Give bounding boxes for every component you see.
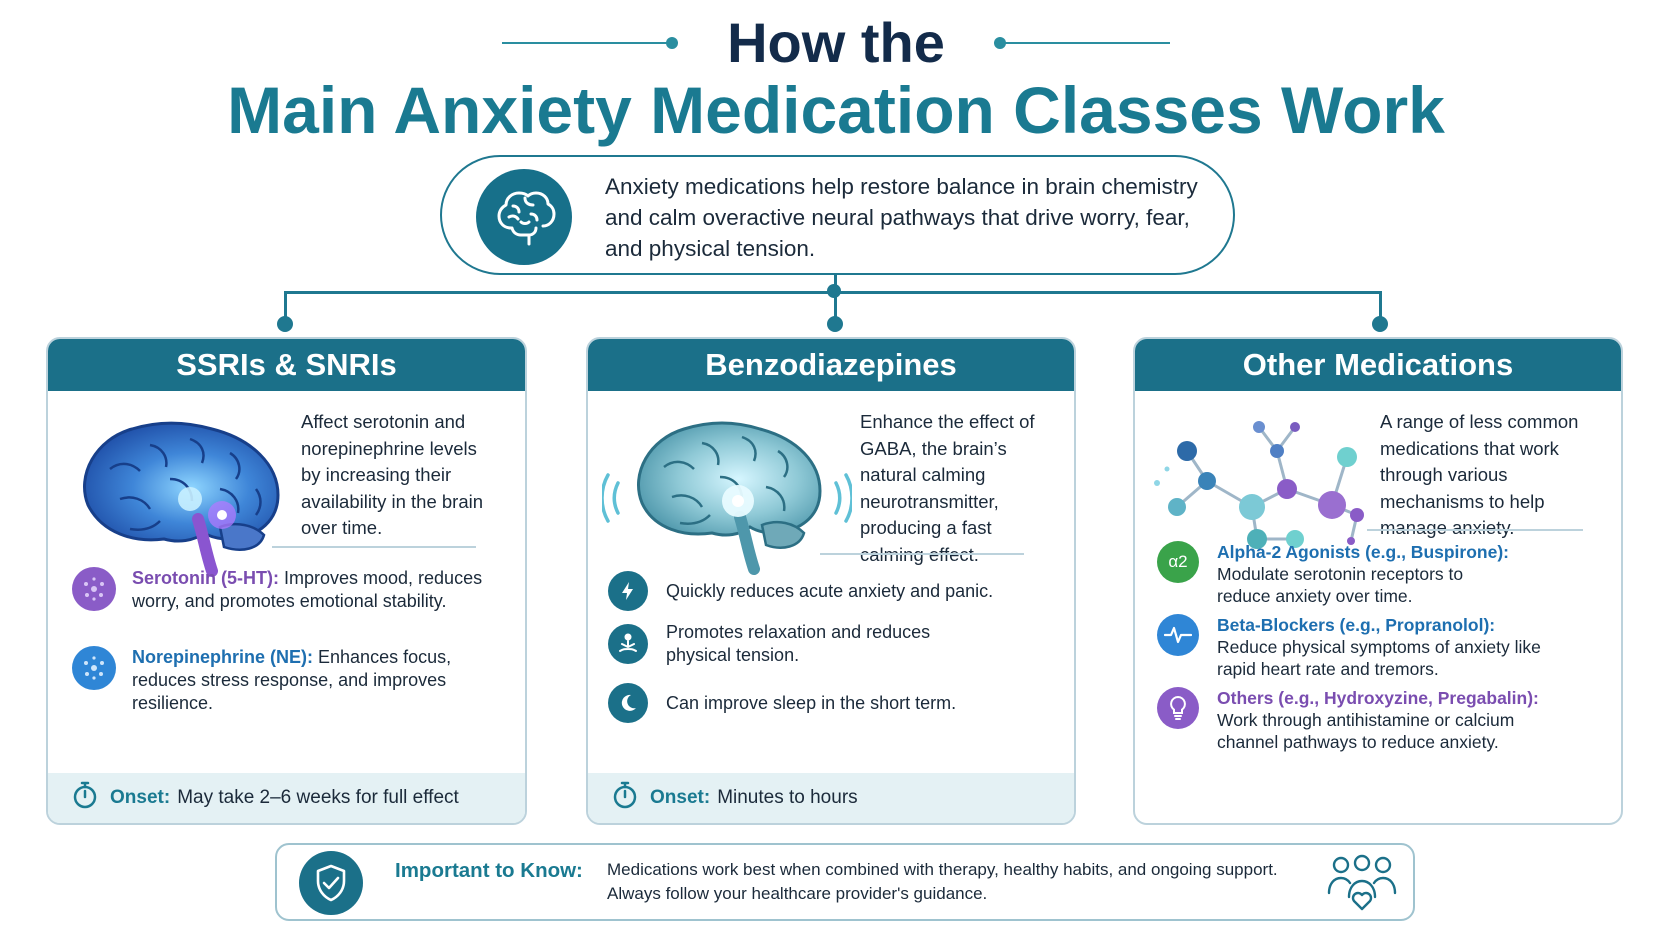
bullet-quick-relief: Quickly reduces acute anxiety and panic.: [608, 571, 1058, 611]
card-divider: [1367, 529, 1583, 531]
card-ssris-snris: SSRIs & SNRIs Affect serotonin and norep…: [46, 337, 527, 825]
bullet-text: Work through antihistamine or calcium ch…: [1217, 710, 1515, 752]
onset-label: Onset:: [650, 787, 711, 808]
bullet-title: Norepinephrine (NE):: [132, 647, 314, 667]
card-description: Affect serotonin and norepinephrine leve…: [301, 411, 484, 538]
bullet-text: Improves mood, reduces worry, and promot…: [132, 568, 483, 611]
stopwatch-icon: [610, 780, 640, 816]
bullet-beta-blockers: Beta-Blockers (e.g., Propranolol): Reduc…: [1157, 614, 1607, 680]
card-benzodiazepines: Benzodiazepines Enhance the effect of GA…: [586, 337, 1076, 825]
bullet-title: Serotonin (5-HT):: [132, 568, 279, 588]
bullet-relaxation: Promotes relaxation and reduces physical…: [608, 621, 1058, 667]
important-text: Medications work best when combined with…: [607, 858, 1278, 906]
onset-bar: Onset: May take 2–6 weeks for full effec…: [48, 773, 525, 823]
meditation-icon: [608, 624, 648, 664]
important-line-2: Always follow your healthcare provider's…: [607, 884, 988, 903]
brain-icon: [476, 169, 572, 265]
intro-box: Anxiety medications help restore balance…: [440, 155, 1235, 275]
title-decoration-left: [502, 37, 679, 49]
bullet-text: Reduce physical symptoms of anxiety like…: [1217, 637, 1541, 679]
important-box: Important to Know: Medications work best…: [275, 843, 1415, 921]
moon-icon: [608, 683, 648, 723]
alpha2-icon: α2: [1157, 541, 1199, 583]
lightning-icon: [608, 571, 648, 611]
people-heart-icon: [1325, 853, 1399, 918]
bullet-sleep: Can improve sleep in the short term.: [608, 683, 1058, 723]
brain-illustration-icon: [70, 409, 300, 584]
bullet-title: Alpha-2 Agonists (e.g., Buspirone):: [1217, 542, 1509, 562]
bullet-others: Others (e.g., Hydroxyzine, Pregabalin): …: [1157, 687, 1617, 753]
important-label: Important to Know:: [395, 859, 583, 882]
onset-value: Minutes to hours: [717, 787, 858, 808]
page-title: How the Main Anxiety Medication Classes …: [0, 12, 1672, 148]
molecule-illustration-icon: [1147, 399, 1377, 554]
bullet-serotonin: Serotonin (5-HT): Improves mood, reduces…: [72, 567, 512, 613]
calm-brain-illustration-icon: [600, 405, 854, 590]
title-decoration-right: [993, 37, 1170, 49]
connector-bar: [284, 291, 1382, 294]
bullet-text: Enhances focus, reduces stress response,…: [132, 647, 452, 713]
bullet-text: Quickly reduces acute anxiety and panic.: [666, 580, 994, 601]
card-divider: [820, 553, 1024, 555]
card-other-medications: Other Medications: [1133, 337, 1623, 825]
connector-drop-right: [1379, 291, 1382, 331]
intro-text: Anxiety medications help restore balance…: [605, 174, 1198, 261]
card-divider: [272, 546, 476, 548]
bullet-title: Beta-Blockers (e.g., Propranolol):: [1217, 615, 1496, 635]
bullet-text: Can improve sleep in the short term.: [666, 692, 957, 713]
card-title: Benzodiazepines: [588, 339, 1074, 391]
bullet-norepinephrine: Norepinephrine (NE): Enhances focus, red…: [72, 646, 512, 715]
connector-node-left: [277, 316, 293, 332]
connector-drop-middle: [834, 291, 837, 331]
norepinephrine-molecule-icon: [72, 646, 116, 690]
card-title: Other Medications: [1135, 339, 1621, 391]
shield-check-icon: [299, 851, 363, 915]
heartbeat-icon: [1157, 614, 1199, 656]
stopwatch-icon: [70, 780, 100, 816]
card-description: A range of less common medications that …: [1380, 411, 1579, 538]
onset-bar: Onset: Minutes to hours: [588, 773, 1074, 823]
serotonin-molecule-icon: [72, 567, 116, 611]
onset-label: Onset:: [110, 787, 171, 808]
bullet-alpha2-agonists: α2 Alpha-2 Agonists (e.g., Buspirone): M…: [1157, 541, 1607, 607]
lightbulb-icon: [1157, 687, 1199, 729]
bullet-text: Modulate serotonin receptors to reduce a…: [1217, 564, 1464, 606]
connector-node-right: [1372, 316, 1388, 332]
card-description: Enhance the effect of GABA, the brain’s …: [860, 411, 1035, 565]
title-line-1: How the: [727, 11, 945, 74]
connector-node-middle: [827, 316, 843, 332]
title-line-2: Main Anxiety Medication Classes Work: [227, 73, 1445, 147]
bullet-text: Promotes relaxation and reduces physical…: [666, 622, 931, 665]
bullet-title: Others (e.g., Hydroxyzine, Pregabalin):: [1217, 688, 1539, 708]
card-title: SSRIs & SNRIs: [48, 339, 525, 391]
onset-value: May take 2–6 weeks for full effect: [177, 787, 459, 808]
connector-drop-left: [284, 291, 287, 331]
important-line-1: Medications work best when combined with…: [607, 860, 1278, 879]
